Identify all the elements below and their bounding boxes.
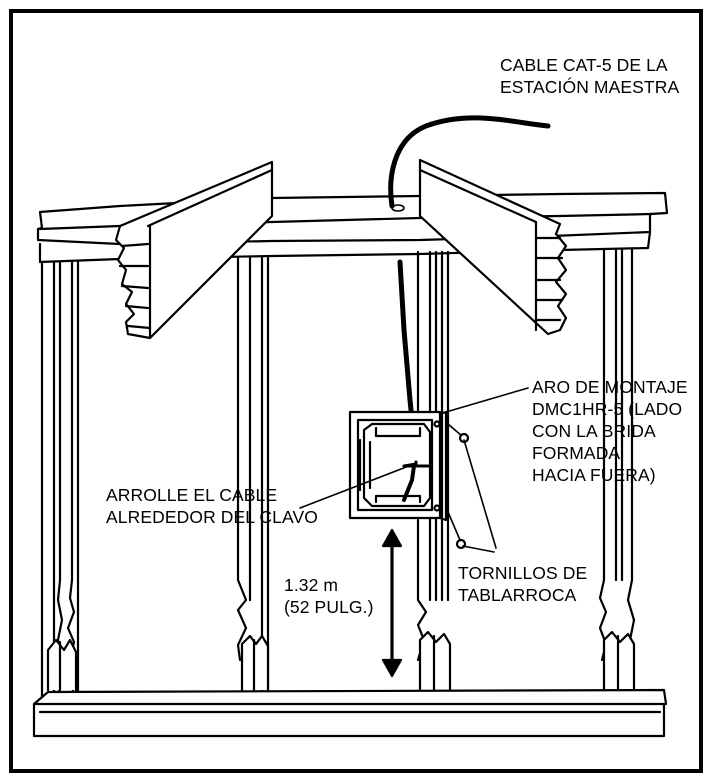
angled-blocking-right [418,158,568,336]
diagram-frame [9,9,703,773]
height-dimension-arrow [381,528,403,678]
bottom-plate [32,688,668,738]
label-height: 1.32 m (52 PULG.) [284,575,374,617]
label-screws: TORNILLOS DE TABLARROCA [458,563,588,605]
angled-blocking-left [114,160,274,340]
stud-middle-left [236,256,270,712]
label-wrap-cable: ARROLLE EL CABLE ALREDEDOR DEL CLAVO [106,485,318,527]
leader-lines [299,387,529,553]
mounting-ring-box [348,410,448,522]
label-mounting-ring: ARO DE MONTAJE DMC1HR-5 (LADO CON LA BRI… [532,377,688,485]
bottom-stud-stubs [46,630,636,692]
label-cable-source: CABLE CAT-5 DE LA ESTACIÓN MAESTRA [500,55,680,97]
